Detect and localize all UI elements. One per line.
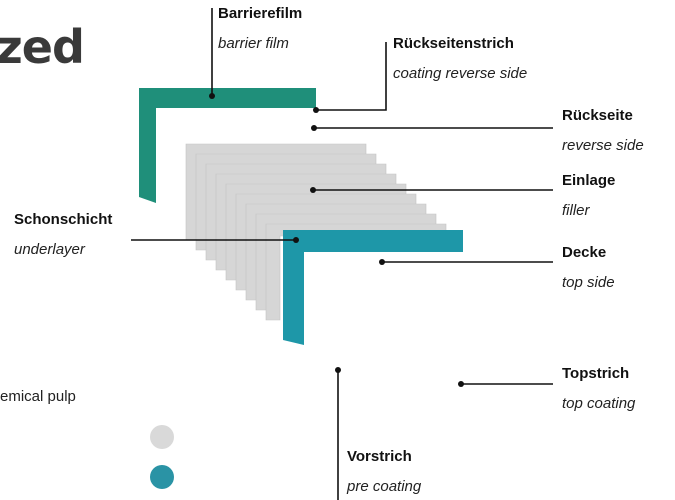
label-einlage-de: Einlage — [562, 172, 616, 189]
label-decke-en: top side — [562, 273, 615, 291]
label-rueckseitenstrich-en: coating reverse side — [393, 64, 528, 82]
dot-rueckseite — [311, 125, 317, 131]
label-rueckseitenstrich: Rückseitenstrich coating reverse side — [393, 35, 528, 82]
barrier-film-shape — [139, 88, 316, 203]
label-vorstrich-de: Vorstrich — [347, 448, 412, 465]
legend-grey-dot — [150, 425, 174, 449]
top-side-shape — [283, 230, 463, 345]
dot-topstrich — [458, 381, 464, 387]
label-decke: Decke top side — [562, 244, 615, 291]
dot-decke — [379, 259, 385, 265]
page-heading: zed — [0, 20, 85, 74]
leader-dots — [209, 93, 464, 387]
label-rueckseite-en: reverse side — [562, 136, 644, 154]
label-topstrich-en: top coating — [562, 394, 636, 412]
label-vorstrich-en: pre coating — [347, 477, 422, 495]
dot-einlage — [310, 187, 316, 193]
label-rueckseite: Rückseite reverse side — [562, 107, 644, 154]
label-schonschicht: Schonschicht underlayer — [14, 211, 113, 258]
label-einlage: Einlage filler — [562, 172, 616, 219]
leader-lines — [131, 8, 553, 500]
dot-barrierefilm — [209, 93, 215, 99]
label-barrierefilm: Barrierefilm barrier film — [218, 5, 303, 52]
dot-vorstrich — [335, 367, 341, 373]
label-vorstrich: Vorstrich pre coating — [347, 448, 422, 495]
label-barrierefilm-de: Barrierefilm — [218, 5, 303, 22]
label-topstrich-de: Topstrich — [562, 365, 630, 382]
label-topstrich: Topstrich top coating — [562, 365, 636, 412]
label-einlage-en: filler — [562, 201, 590, 219]
label-schonschicht-en: underlayer — [14, 240, 85, 258]
label-rueckseite-de: Rückseite — [562, 107, 633, 124]
legend-teal-dot — [150, 465, 174, 489]
dot-rueckseitenstrich — [313, 107, 319, 113]
dot-schonschicht — [293, 237, 299, 243]
label-barrierefilm-en: barrier film — [218, 34, 289, 52]
label-decke-de: Decke — [562, 244, 607, 261]
label-schonschicht-de: Schonschicht — [14, 211, 113, 228]
legend-text: emical pulp — [0, 388, 76, 405]
leader-rueckseitenstrich — [316, 42, 387, 111]
label-rueckseitenstrich-de: Rückseitenstrich — [393, 35, 514, 52]
